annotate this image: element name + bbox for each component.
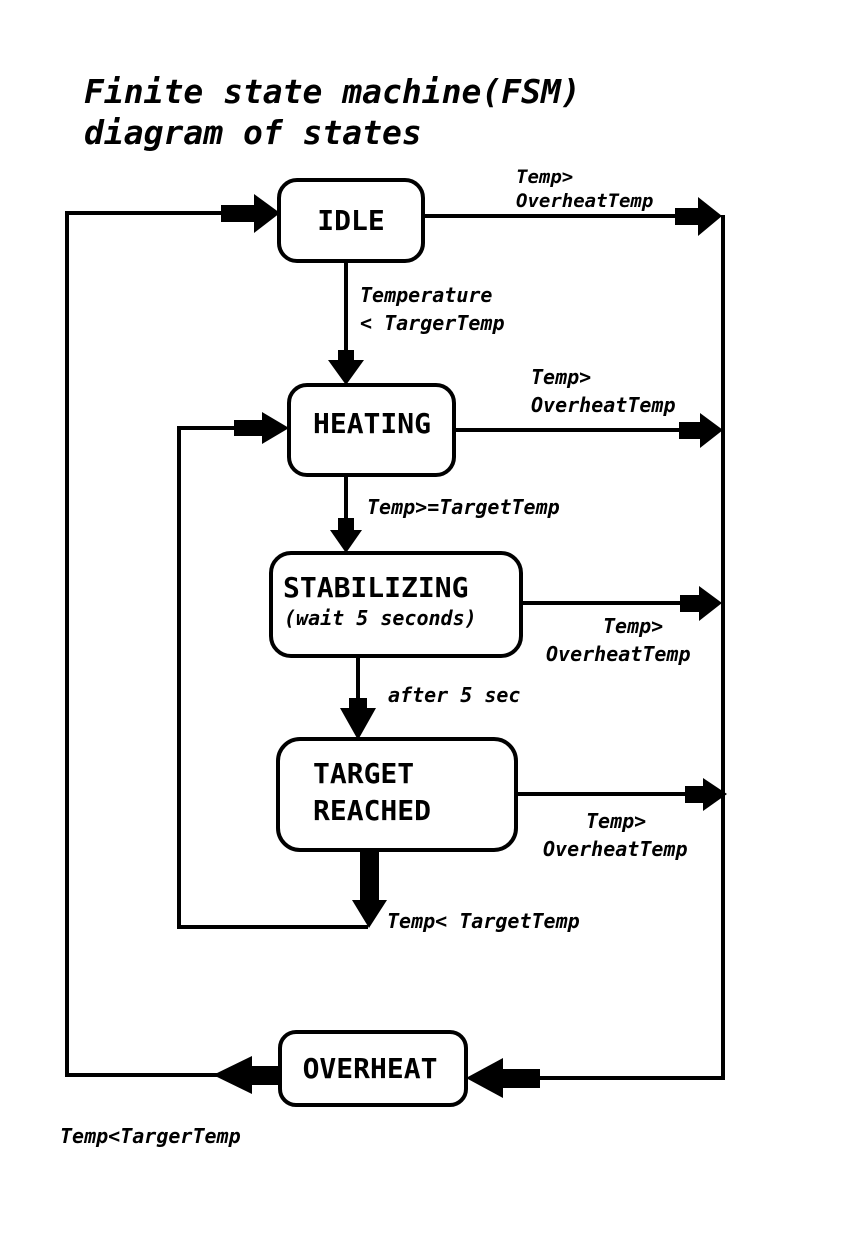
arrow-stabilizing-to-bus — [680, 586, 722, 621]
state-stabilizing-note: (wait 5 seconds) — [284, 606, 477, 630]
arrow-heating-to-bus — [679, 413, 723, 448]
edge-line-target-to-heating — [177, 426, 368, 929]
label-stabilizing-to-target: after 5 sec — [388, 683, 520, 707]
label-heating-overheat-1: Temp> — [531, 365, 591, 389]
label-heating-to-stabilizing: Temp>=TargetTemp — [367, 495, 560, 519]
state-overheat — [278, 1030, 468, 1107]
label-stabilizing-overheat-2: OverheatTemp — [546, 642, 691, 666]
state-idle — [277, 178, 425, 263]
state-stabilizing-label: STABILIZING — [283, 571, 468, 604]
label-idle-overheat-2: OverheatTemp — [516, 190, 653, 212]
state-stabilizing — [269, 551, 523, 658]
label-target-overheat-1: Temp> — [586, 809, 646, 833]
label-stabilizing-overheat-1: Temp> — [603, 614, 663, 638]
label-heating-overheat-2: OverheatTemp — [531, 393, 676, 417]
state-idle-label: IDLE — [317, 204, 384, 237]
diagram-title-line1: Finite state machine(FSM) — [84, 72, 581, 111]
label-target-overheat-2: OverheatTemp — [543, 837, 688, 861]
label-overheat-to-idle: Temp<TargerTemp — [60, 1124, 241, 1148]
arrow-idle-to-bus — [675, 197, 722, 236]
arrow-into-overheat — [466, 1058, 540, 1098]
arrow-idle-to-heating — [328, 350, 364, 385]
diagram-title-line2: diagram of states — [84, 113, 422, 152]
arrow-target-to-bus — [685, 778, 727, 811]
arrow-target-down — [352, 852, 387, 928]
arrow-into-heating — [234, 412, 289, 444]
label-idle-to-heating-2: < TargerTemp — [360, 311, 505, 335]
state-target-label-line2: REACHED — [313, 794, 431, 827]
arrow-overheat-out — [213, 1056, 281, 1094]
arrow-heating-to-stabilizing — [330, 518, 362, 553]
edge-line-overheat-to-idle — [65, 211, 280, 1077]
state-overheat-label: OVERHEAT — [303, 1052, 438, 1085]
label-idle-overheat-1: Temp> — [516, 166, 573, 188]
edge-line-overheat-bus — [520, 215, 725, 1080]
label-idle-to-heating-1: Temperature — [360, 283, 492, 307]
arrow-into-idle — [221, 194, 280, 233]
state-target-reached — [276, 737, 518, 852]
arrow-stabilizing-to-target — [340, 698, 376, 740]
state-heating-label: HEATING — [313, 407, 431, 440]
state-target-label-line1: TARGET — [313, 757, 414, 790]
state-heating — [287, 383, 456, 477]
label-target-to-heating: Temp< TargetTemp — [387, 909, 580, 933]
